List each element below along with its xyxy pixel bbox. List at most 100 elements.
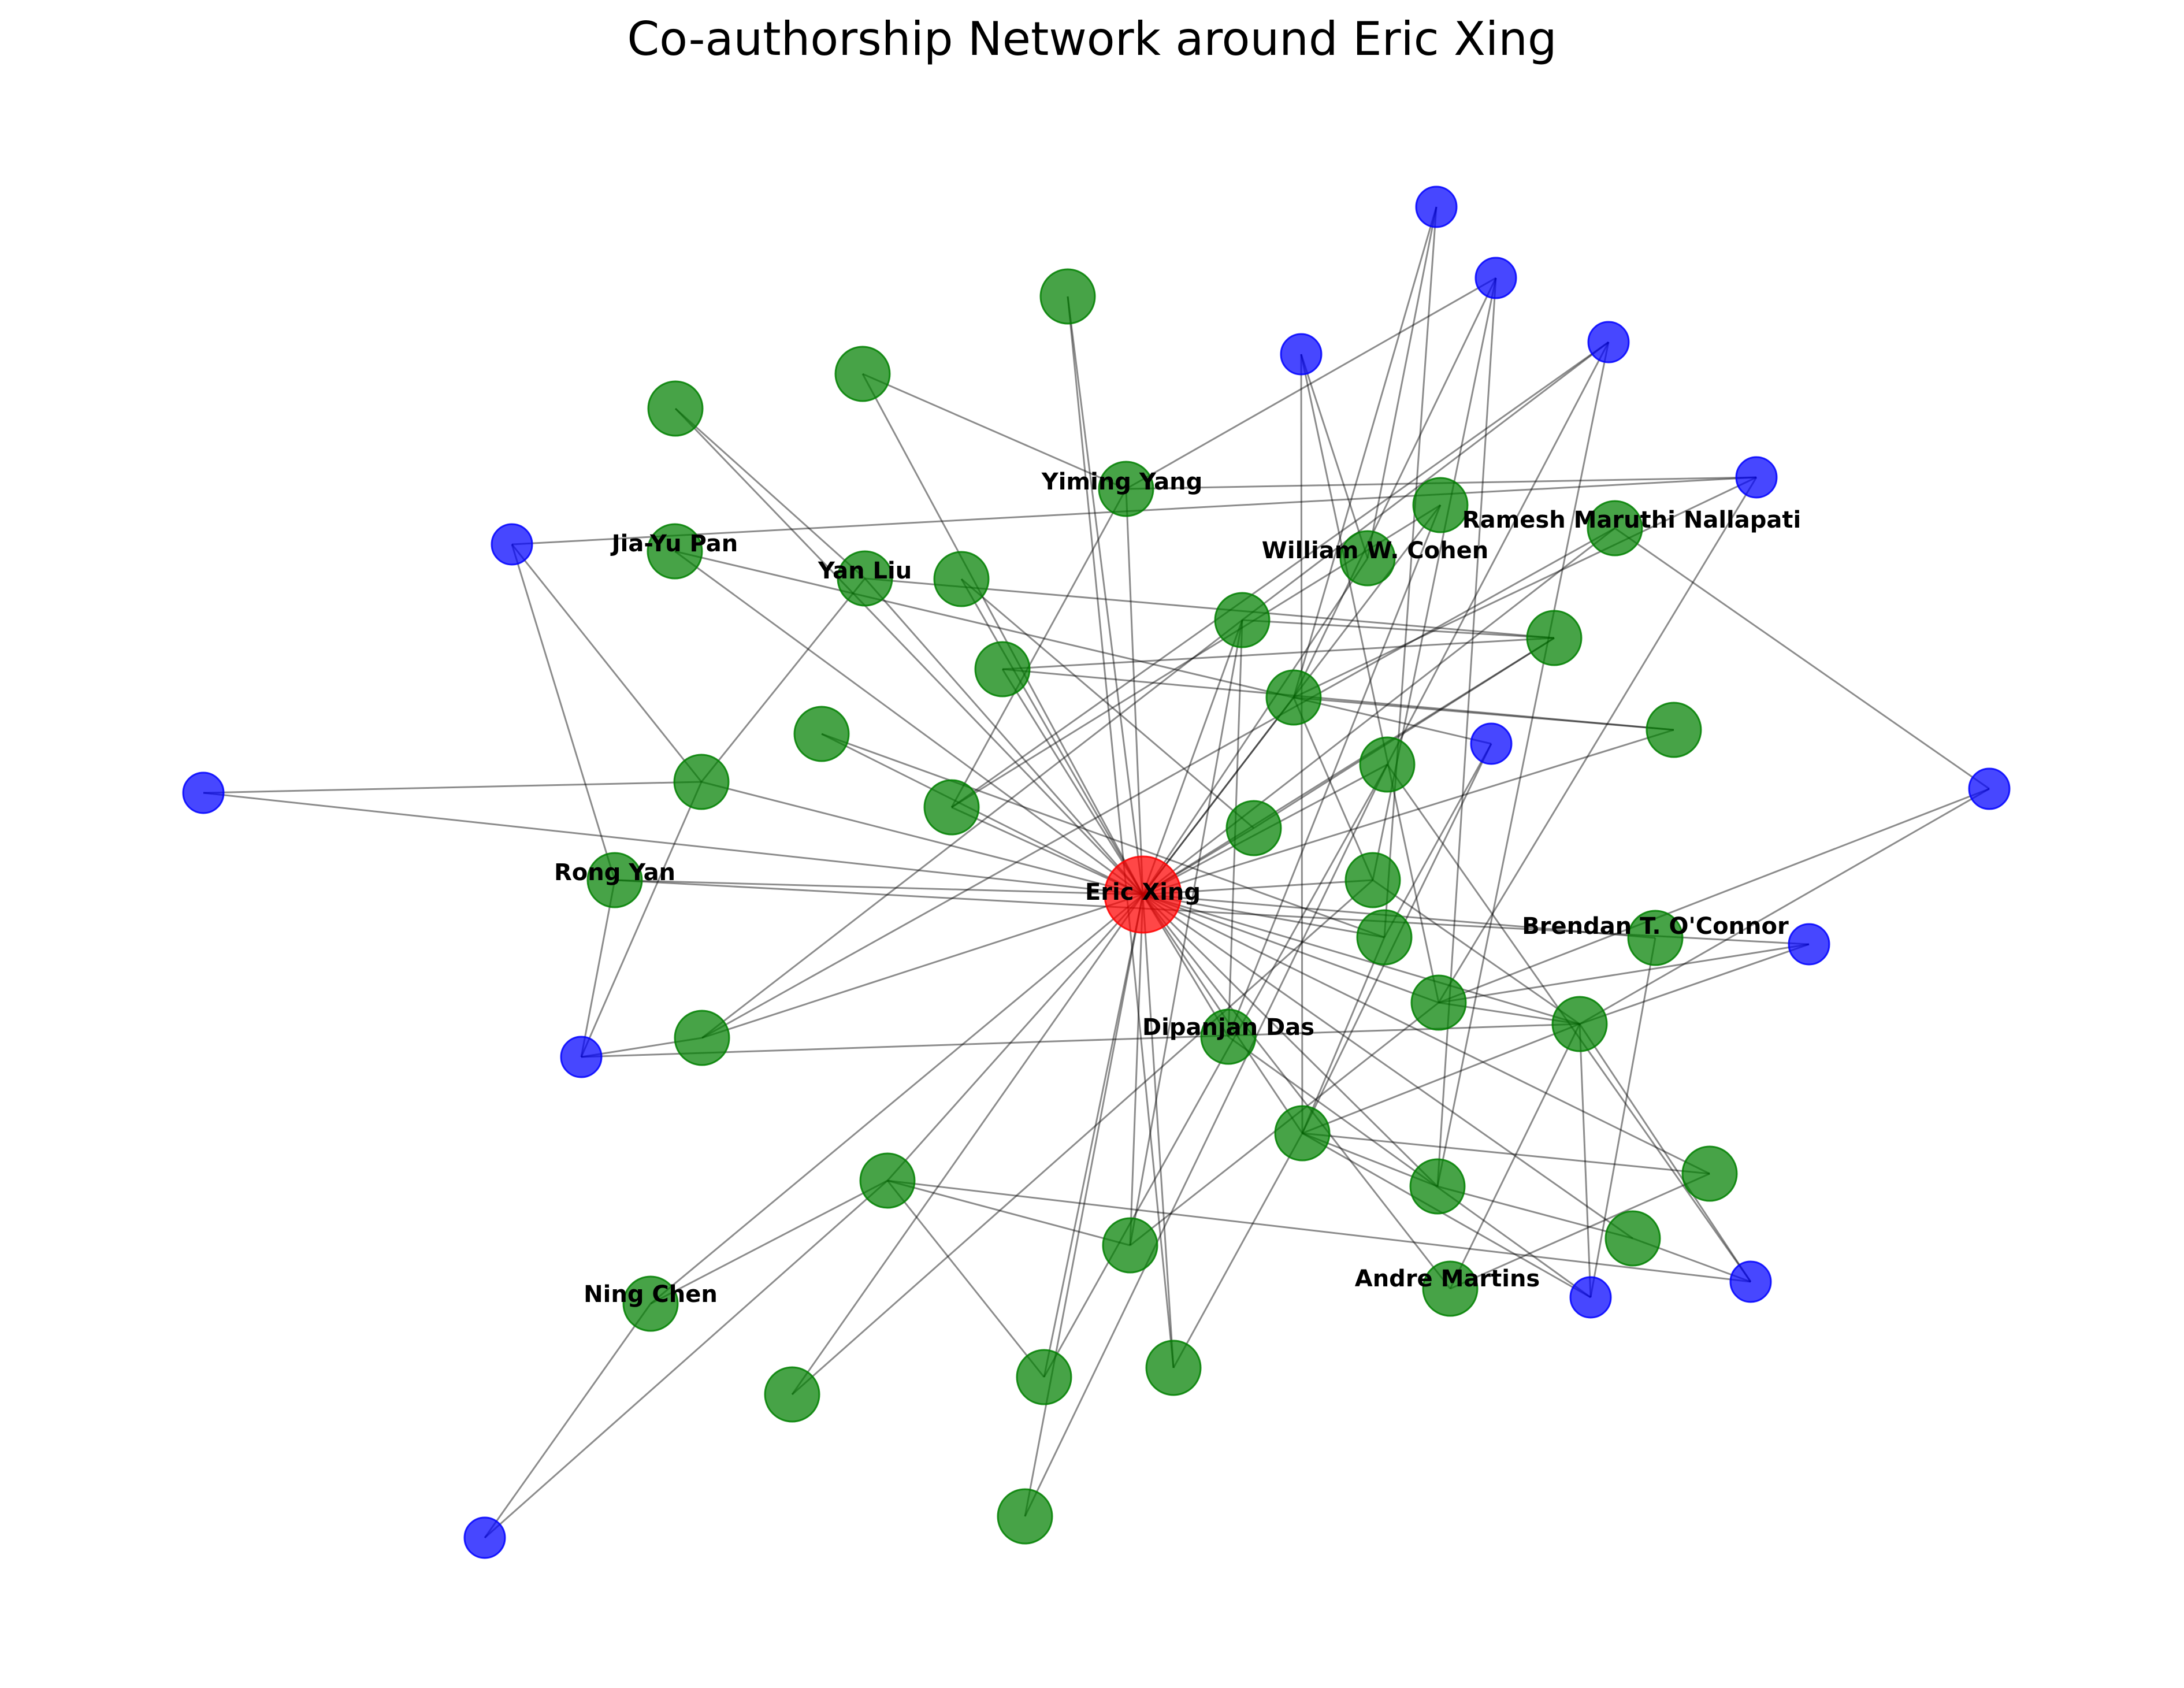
edge-b5-g9	[1293, 476, 1757, 699]
coauthor-node-g26	[1102, 1217, 1158, 1274]
edge-xing-andre	[1142, 894, 1451, 1289]
edge-xing-g30	[1024, 894, 1144, 1517]
coauthor-node-g13	[673, 754, 730, 810]
coauthor-node-dipanjan	[1200, 1008, 1257, 1065]
edge-b6-g13	[511, 544, 703, 782]
edge-g9-g11	[1293, 696, 1674, 731]
coauthor-node-g14	[923, 779, 980, 836]
coauthor-node-g12	[1359, 736, 1416, 793]
edge-g27-g21	[1172, 1133, 1303, 1368]
edge-b3-cohen	[1300, 354, 1369, 559]
second-degree-node-b3	[1280, 333, 1323, 376]
node-label-rong-yan: Rong Yan	[554, 859, 675, 886]
node-label-yan-liu: Yan Liu	[818, 558, 912, 584]
node-label-dipanjan-das: Dipanjan Das	[1142, 1014, 1314, 1041]
edge-g9-g16	[1292, 697, 1374, 881]
second-degree-node-b12	[1569, 1276, 1612, 1319]
edge-b4-g12	[1386, 342, 1610, 765]
edge-b12-dipanjan	[1228, 1036, 1591, 1299]
edge-xing-yliu	[864, 578, 1144, 895]
edge-xing-g24	[1142, 893, 1710, 1175]
second-degree-node-b8	[182, 771, 225, 814]
node-label-jia-yu-pan: Jia-Yu Pan	[610, 530, 738, 557]
edge-g6-g7	[1242, 619, 1555, 639]
coauthor-node-g16	[1344, 852, 1401, 908]
edge-xing-g27	[1142, 894, 1175, 1368]
coauthor-node-g20	[674, 1010, 730, 1066]
edge-xing-g26	[1129, 894, 1144, 1246]
edge-g8-g7	[1002, 637, 1555, 670]
node-label-ramesh-nallapati: Ramesh Maruthi Nallapati	[1462, 507, 1801, 533]
edge-b8-g13	[203, 781, 702, 794]
edge-b5-g18	[1438, 477, 1758, 1003]
edge-xing-g19	[1142, 893, 1580, 1025]
coauthor-node-g21	[1274, 1105, 1331, 1162]
edge-b10-g19	[1579, 943, 1810, 1025]
coauthor-node-g30	[997, 1488, 1053, 1545]
edge-g5-g15	[961, 578, 1254, 829]
edge-g20-g6	[701, 619, 1243, 1039]
edge-g6-g26	[1129, 619, 1243, 1246]
edge-b13-g22	[887, 1179, 1751, 1283]
edge-b7-g9	[1293, 696, 1492, 745]
edge-b10-g18	[1438, 943, 1810, 1004]
edge-b9-g19	[1579, 788, 1990, 1025]
coauthor-node-g7	[1526, 610, 1583, 666]
edge-b11-g13	[580, 781, 703, 1058]
edge-g30-g12	[1024, 764, 1388, 1517]
edge-b12-g21	[1302, 1132, 1591, 1299]
coauthor-node-g23	[1409, 1158, 1466, 1215]
coauthor-node-yang	[1098, 461, 1154, 517]
coauthor-node-yliu	[837, 550, 893, 607]
coauthor-node-g18	[1410, 974, 1467, 1031]
edge-b1-g9	[1292, 206, 1438, 698]
node-label-eric-xing: Eric Xing	[1085, 879, 1201, 906]
edge-b2-g9	[1292, 277, 1497, 698]
edge-xing-g25	[1142, 893, 1633, 1240]
edge-b10-rongyan	[614, 879, 1810, 945]
coauthor-node-g11	[1646, 702, 1702, 758]
second-degree-node-b14	[463, 1516, 506, 1559]
edge-xing-g29	[791, 894, 1144, 1395]
edge-xing-g2	[861, 373, 1144, 895]
edge-g16-g19	[1372, 879, 1580, 1025]
edge-b4-g14	[951, 341, 1609, 808]
coauthor-node-g29	[764, 1366, 820, 1423]
edge-b4-g6	[1242, 341, 1609, 621]
edge-xing-g3	[674, 407, 1144, 896]
edge-g17-g21	[1301, 937, 1386, 1134]
edge-g24-andre	[1450, 1173, 1710, 1290]
second-degree-node-b13	[1729, 1260, 1772, 1303]
edge-g1-g27	[1067, 296, 1175, 1368]
edge-xing-g22	[886, 894, 1144, 1181]
edge-xing-g20	[701, 893, 1143, 1039]
edge-xing-g9	[1142, 697, 1295, 895]
edge-jypan-g9	[674, 550, 1294, 699]
edge-yliu-g13	[700, 578, 866, 782]
coauthor-node-andre	[1422, 1260, 1479, 1317]
coauthor-node-g27	[1145, 1340, 1202, 1396]
node-label-brendan-oconnor: Brendan T. O'Connor	[1522, 913, 1789, 940]
edge-b12-brendan	[1589, 937, 1656, 1298]
coauthor-node-g28	[1016, 1349, 1072, 1405]
edge-g22-g26	[887, 1179, 1131, 1246]
edge-b1-g17	[1383, 206, 1438, 938]
coauthor-node-brendan	[1627, 910, 1684, 966]
edge-g15-g7	[1253, 637, 1555, 829]
edge-xing-g17	[1142, 893, 1385, 938]
edge-xing-yang	[1125, 488, 1144, 895]
coauthor-node-cohen	[1339, 530, 1396, 587]
edge-b14-g22	[484, 1179, 888, 1539]
node-label-william-cohen: William W. Cohen	[1262, 537, 1488, 564]
coauthor-node-g8	[974, 641, 1031, 698]
edge-b14-ningchen	[484, 1303, 652, 1538]
labels-layer: Eric Xing Yiming Yang Jia-Yu Pan Yan Liu…	[554, 469, 1801, 1308]
coauthor-node-g2	[834, 346, 891, 402]
coauthor-node-g1	[1039, 268, 1096, 325]
coauthor-node-g4	[1412, 477, 1469, 533]
edge-g12-g28	[1043, 764, 1388, 1378]
edge-b12-g19	[1578, 1023, 1592, 1298]
edge-b8-xing	[203, 792, 1143, 896]
coauthor-node-g22	[859, 1152, 916, 1209]
edge-g19-andre	[1449, 1023, 1581, 1289]
